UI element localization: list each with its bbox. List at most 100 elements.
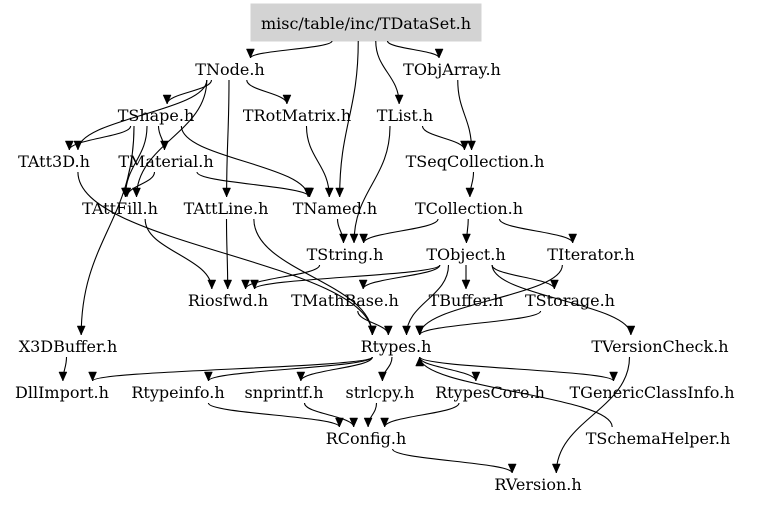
node-tseqcollection[interactable]: TSeqCollection.h bbox=[406, 152, 545, 171]
node-tmathbase[interactable]: TMathBase.h bbox=[291, 291, 399, 310]
arrowhead-rtypes-to-tgenericclassinfo bbox=[609, 371, 618, 382]
node-tshape[interactable]: TShape.h bbox=[118, 106, 195, 125]
node-trotmatrix[interactable]: TRotMatrix.h bbox=[243, 106, 351, 125]
edge-root-to-tnamed bbox=[339, 40, 359, 198]
arrowhead-tshape-to-tmaterial bbox=[160, 140, 169, 151]
edge-tobject-to-tversioncheck bbox=[491, 264, 632, 336]
node-tgenericclassinfo[interactable]: TGenericClassInfo.h bbox=[569, 383, 734, 402]
arrowhead-tattline-to-riosfwd bbox=[223, 279, 233, 290]
edge-tcollection-to-tstring bbox=[363, 218, 439, 244]
arrowhead-tobject-to-tmathbase bbox=[358, 279, 368, 290]
edge-tobject-to-tmathbase bbox=[362, 264, 441, 290]
node-rtypeinfo[interactable]: Rtypeinfo.h bbox=[131, 383, 224, 402]
arrowhead-root-to-tnamed bbox=[335, 187, 345, 198]
node-rconfig[interactable]: RConfig.h bbox=[326, 429, 407, 448]
edge-tlist-to-tstring bbox=[353, 125, 391, 244]
root-node-label[interactable]: misc/table/inc/TDataSet.h bbox=[261, 14, 471, 33]
arrowhead-tmaterial-to-tnamed bbox=[305, 187, 315, 198]
node-rtypes[interactable]: Rtypes.h bbox=[361, 337, 432, 356]
arrowhead-tattline-to-rtypes bbox=[367, 325, 377, 336]
root-node-box[interactable] bbox=[250, 3, 482, 42]
edge-tnode-to-tatt3d bbox=[77, 79, 208, 151]
edge-rtypes-to-dllimport bbox=[92, 356, 373, 382]
edge-rtypes-to-tgenericclassinfo bbox=[419, 356, 615, 382]
node-tstorage[interactable]: TStorage.h bbox=[525, 291, 615, 310]
arrowhead-rtypes-to-snprintf bbox=[296, 371, 306, 382]
arrowhead-rtypes-to-rtypeinfo bbox=[204, 371, 213, 382]
node-tcollection[interactable]: TCollection.h bbox=[415, 199, 523, 218]
arrowhead-tcollection-to-tstring bbox=[359, 233, 368, 244]
edge-tobject-to-tstorage bbox=[491, 264, 555, 290]
node-riosfwd[interactable]: Riosfwd.h bbox=[188, 291, 268, 310]
node-tlist[interactable]: TList.h bbox=[377, 106, 433, 125]
edge-trotmatrix-to-tnamed bbox=[305, 125, 330, 198]
arrowhead-tobject-to-tversioncheck bbox=[626, 325, 636, 336]
edge-root-to-tlist bbox=[375, 40, 400, 105]
edge-tshape-to-tnamed bbox=[180, 125, 309, 198]
edge-tnode-to-tshape bbox=[166, 79, 213, 105]
node-tstring[interactable]: TString.h bbox=[307, 245, 384, 264]
node-tbuffer[interactable]: TBuffer.h bbox=[429, 291, 504, 310]
edge-rtypes-to-snprintf bbox=[300, 356, 373, 382]
node-dllimport[interactable]: DllImport.h bbox=[15, 383, 109, 402]
arrowhead-tshape-to-x3dbuffer bbox=[76, 325, 86, 336]
node-titerator[interactable]: TIterator.h bbox=[547, 245, 634, 264]
node-tattline[interactable]: TAttLine.h bbox=[184, 199, 269, 218]
arrowhead-rconfig-to-rversion bbox=[507, 463, 517, 474]
edge-root-to-tnode bbox=[249, 40, 333, 59]
node-tattfill[interactable]: TAttFill.h bbox=[82, 199, 158, 218]
node-tmaterial[interactable]: TMaterial.h bbox=[118, 152, 213, 171]
arrowhead-tnamed-to-tstring bbox=[339, 233, 348, 244]
node-tatt3d[interactable]: TAtt3D.h bbox=[18, 152, 90, 171]
arrowhead-tlist-to-tstring bbox=[349, 233, 359, 244]
edge-tcollection-to-titerator bbox=[498, 218, 574, 244]
arrowhead-root-to-tobjarray bbox=[434, 48, 444, 59]
edge-rtypes-to-rtypeinfo bbox=[207, 356, 373, 382]
edge-tstorage-to-rtypes bbox=[419, 310, 542, 336]
edge-tnode-to-trotmatrix bbox=[246, 79, 288, 105]
arrowhead-tshape-to-tatt3d bbox=[64, 140, 74, 151]
edge-rtypeinfo-to-rconfig bbox=[207, 402, 340, 428]
node-tnamed[interactable]: TNamed.h bbox=[293, 199, 377, 218]
arrowhead-tschemahelper-to-rtypes bbox=[415, 356, 425, 367]
edge-root-to-tobjarray bbox=[386, 40, 440, 59]
edge-tlist-to-tseqcollection bbox=[421, 125, 466, 151]
arrowhead-snprintf-to-rconfig bbox=[349, 417, 359, 428]
arrowhead-trotmatrix-to-tnamed bbox=[324, 187, 334, 198]
node-tobjarray[interactable]: TObjArray.h bbox=[403, 60, 501, 79]
edge-snprintf-to-rconfig bbox=[303, 402, 355, 428]
node-tobject[interactable]: TObject.h bbox=[426, 245, 505, 264]
arrowhead-strlcpy-to-rconfig bbox=[363, 417, 373, 428]
arrowhead-root-to-tlist bbox=[394, 94, 404, 105]
node-x3dbuffer[interactable]: X3DBuffer.h bbox=[19, 337, 118, 356]
edge-tnode-to-tattfill bbox=[135, 79, 208, 198]
edge-rtypescore-to-rconfig bbox=[384, 402, 460, 428]
arrowhead-tseqcollection-to-tcollection bbox=[465, 187, 475, 198]
arrowhead-tnode-to-trotmatrix bbox=[282, 94, 292, 105]
arrowhead-rtypes-to-dllimport bbox=[88, 371, 97, 382]
arrowhead-tstring-to-riosfwd bbox=[241, 279, 250, 290]
arrowhead-root-to-tnode bbox=[246, 48, 255, 59]
arrowhead-tattfill-to-riosfwd bbox=[207, 279, 217, 290]
edge-tshape-to-tatt3d bbox=[68, 125, 132, 151]
edge-tobjarray-to-tseqcollection bbox=[457, 79, 473, 151]
node-snprintf[interactable]: snprintf.h bbox=[245, 383, 324, 402]
node-tversioncheck[interactable]: TVersionCheck.h bbox=[591, 337, 728, 356]
node-rversion[interactable]: RVersion.h bbox=[494, 475, 581, 494]
arrowhead-rtypes-to-rtypescore bbox=[471, 371, 481, 382]
node-strlcpy[interactable]: strlcpy.h bbox=[346, 383, 415, 402]
edge-titerator-to-rtypes bbox=[419, 264, 563, 336]
arrowhead-tmaterial-to-tattfill bbox=[122, 187, 132, 198]
node-tschemahelper[interactable]: TSchemaHelper.h bbox=[586, 429, 731, 448]
arrowhead-tobjarray-to-tseqcollection bbox=[467, 140, 476, 151]
node-rtypescore[interactable]: RtypesCore.h bbox=[435, 383, 545, 402]
edges-layer bbox=[58, 40, 636, 474]
arrowhead-x3dbuffer-to-dllimport bbox=[58, 371, 68, 382]
edge-tattline-to-riosfwd bbox=[225, 218, 229, 290]
arrowhead-tmathbase-to-rtypes bbox=[383, 325, 393, 336]
node-tnode[interactable]: TNode.h bbox=[195, 60, 264, 79]
arrowhead-tobject-to-riosfwd bbox=[250, 279, 259, 290]
edge-tatt3d-to-rtypes bbox=[77, 171, 373, 336]
edge-tobject-to-riosfwd bbox=[253, 264, 441, 290]
